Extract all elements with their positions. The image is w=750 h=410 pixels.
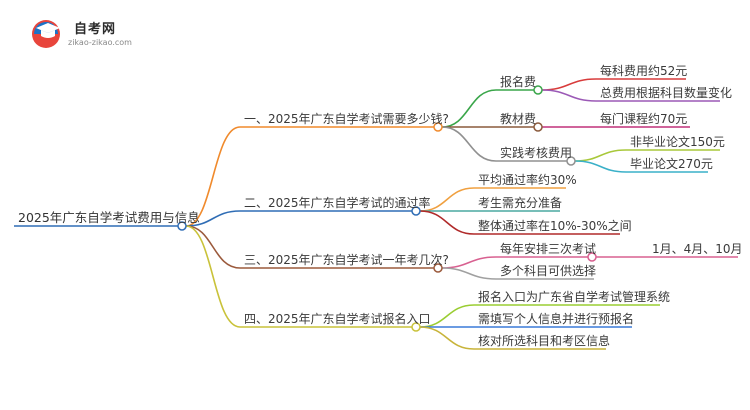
branch-4-label: 四、2025年广东自学考试报名入口 [244, 312, 431, 326]
edge-branch-1-leaf-5 [574, 160, 627, 173]
edge-branch-3-sub-2 [441, 267, 497, 280]
edge-root-to-branch-1 [185, 126, 241, 227]
branch-3-sub-1-label: 每年安排三次考试 [500, 242, 597, 256]
edge-branch-1-leaf-2 [541, 89, 597, 102]
edge-branch-1-leaf-1 [541, 78, 597, 91]
branch-1-sub-1-dot[interactable] [533, 85, 543, 95]
logo-brand-text: 自考网 [74, 22, 117, 37]
edge-branch-3-sub-1 [441, 256, 497, 269]
branch-1-leaf-3-label: 每门课程约70元 [600, 112, 688, 126]
branch-1-sub-2-label: 教材费 [500, 112, 537, 126]
site-logo[interactable]: 自考网 zikao-zikao.com [28, 14, 148, 54]
branch-3-leaf-1-label: 1月、4月、10月 [652, 242, 743, 256]
branch-4-leaf-2-label: 需填写个人信息并进行预报名 [478, 312, 635, 326]
branch-1-dot[interactable] [433, 122, 443, 132]
logo-url-text: zikao-zikao.com [68, 38, 132, 47]
branch-1-label: 一、2025年广东自学考试需要多少钱? [244, 112, 449, 126]
root-node-label: 2025年广东自学考试费用与信息 [18, 210, 200, 225]
edge-branch-4-leaf-3 [419, 326, 475, 350]
branch-2-leaf-2-label: 考生需充分准备 [478, 196, 563, 210]
edge-root-to-branch-2 [185, 210, 241, 227]
branch-3-label: 三、2025年广东自学考试一年考几次? [244, 253, 449, 267]
branch-3-dot[interactable] [433, 263, 443, 273]
branch-1-sub-3-label: 实践考核费用 [500, 146, 573, 160]
branch-4-leaf-3-label: 核对所选科目和考区信息 [478, 334, 611, 348]
branch-1-sub-3-dot[interactable] [566, 156, 576, 166]
edge-root-to-branch-3 [185, 225, 241, 269]
edge-branch-1-leaf-4 [574, 149, 627, 162]
branch-4-leaf-1-label: 报名入口为广东省自学考试管理系统 [478, 290, 671, 304]
graduation-cap-icon [32, 20, 60, 48]
edge-root-to-branch-4 [185, 225, 241, 328]
branch-1-leaf-2-label: 总费用根据科目数量变化 [600, 86, 733, 100]
branch-4-dot[interactable] [411, 322, 421, 332]
root-node-dot[interactable] [177, 221, 187, 231]
branch-2-leaf-3-label: 整体通过率在10%-30%之间 [478, 219, 632, 233]
branch-2-leaf-1-label: 平均通过率约30% [478, 173, 577, 187]
branch-2-dot[interactable] [411, 206, 421, 216]
edge-branch-2-leaf-3 [419, 210, 475, 235]
branch-1-leaf-1-label: 每科费用约52元 [600, 64, 688, 78]
branch-1-leaf-5-label: 毕业论文270元 [630, 157, 713, 171]
edge-branch-1-to-sub-3 [441, 126, 497, 162]
branch-1-sub-1-label: 报名费 [500, 75, 537, 89]
branch-1-sub-2-dot[interactable] [533, 122, 543, 132]
branch-2-label: 二、2025年广东自学考试的通过率 [244, 196, 431, 210]
branch-1-leaf-4-label: 非毕业论文150元 [630, 135, 725, 149]
branch-3-sub-2-label: 多个科目可供选择 [500, 264, 597, 278]
edge-branch-1-to-sub-1 [441, 89, 497, 128]
branch-3-sub-1-dot[interactable] [587, 252, 597, 262]
